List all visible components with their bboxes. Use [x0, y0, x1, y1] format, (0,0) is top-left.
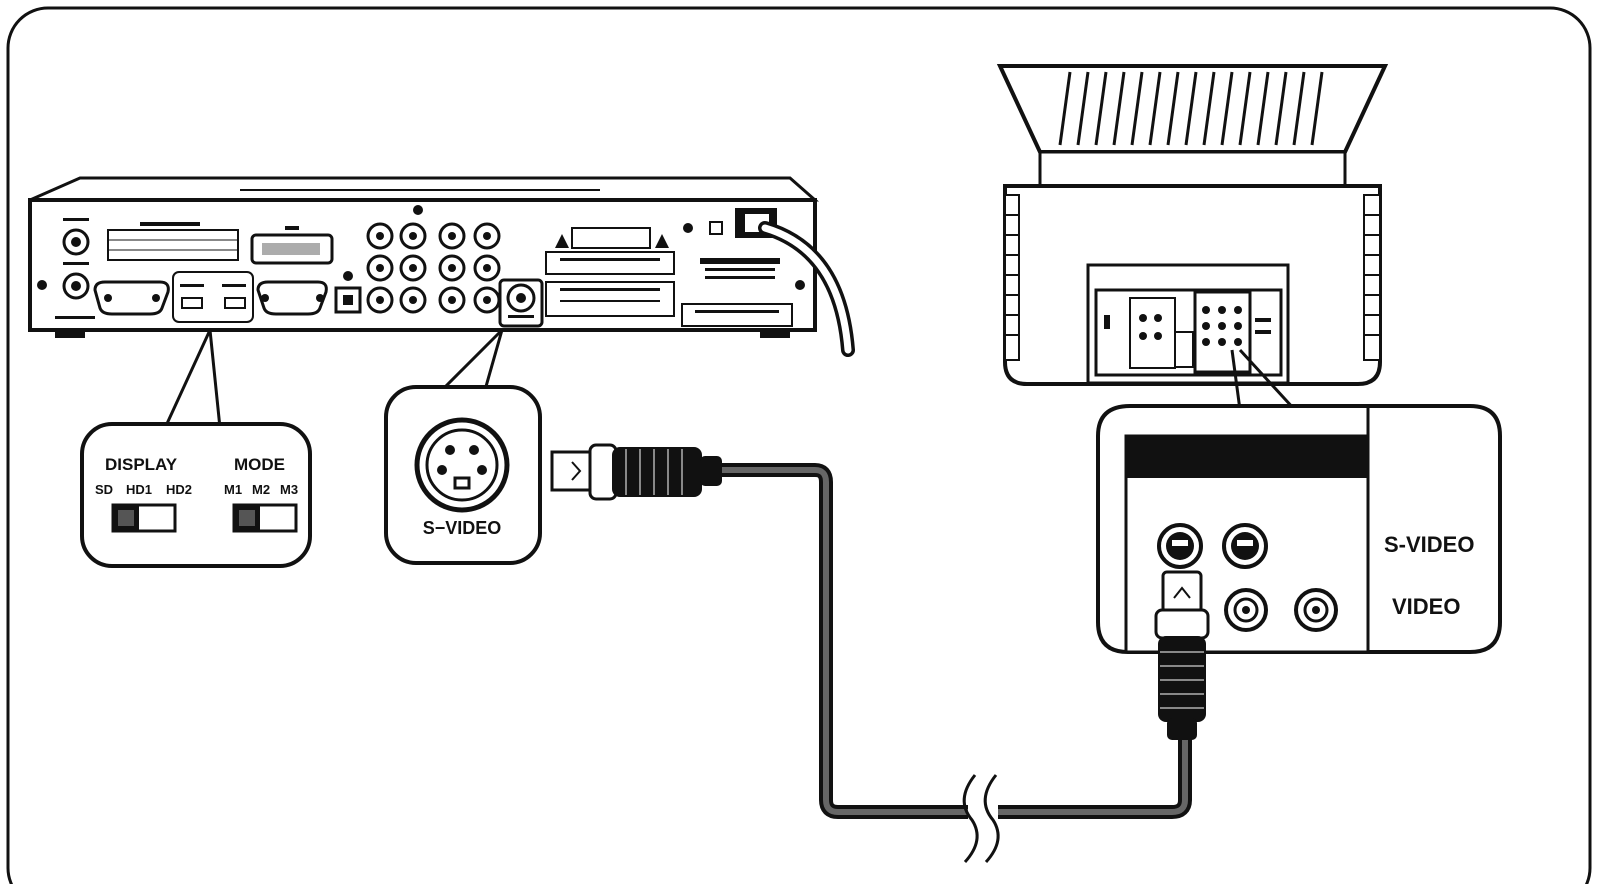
- display-position-hd1: HD1: [126, 482, 152, 497]
- display-position-sd: SD: [95, 482, 113, 497]
- s-video-jack-icon: [414, 417, 510, 513]
- tv-s-video-jack-1: [1157, 523, 1203, 569]
- mode-switch-title: MODE: [234, 455, 285, 474]
- display-position-hd2: HD2: [166, 482, 192, 497]
- tv-video-label: VIDEO: [1392, 594, 1460, 619]
- dvd-player-rear-panel: [28, 176, 819, 338]
- tv-video-jack-2: [1294, 588, 1338, 632]
- tv-s-video-plug-icon: [1154, 570, 1210, 740]
- mode-position-m2: M2: [252, 482, 270, 497]
- tv-s-video-jack-2: [1222, 523, 1268, 569]
- mode-position-m1: M1: [224, 482, 242, 497]
- display-slide-switch: [111, 503, 177, 533]
- player-svideo-label: S−VIDEO: [423, 518, 502, 538]
- tv-svideo-label: S-VIDEO: [1384, 532, 1474, 557]
- television-rear-icon: [996, 64, 1389, 386]
- mode-slide-switch: [232, 503, 298, 533]
- mode-position-m3: M3: [280, 482, 298, 497]
- display-switch-title: DISPLAY: [105, 455, 178, 474]
- cable-break-icon: [962, 770, 1000, 864]
- tv-video-jack-1: [1224, 588, 1268, 632]
- s-video-plug-icon: [550, 443, 722, 501]
